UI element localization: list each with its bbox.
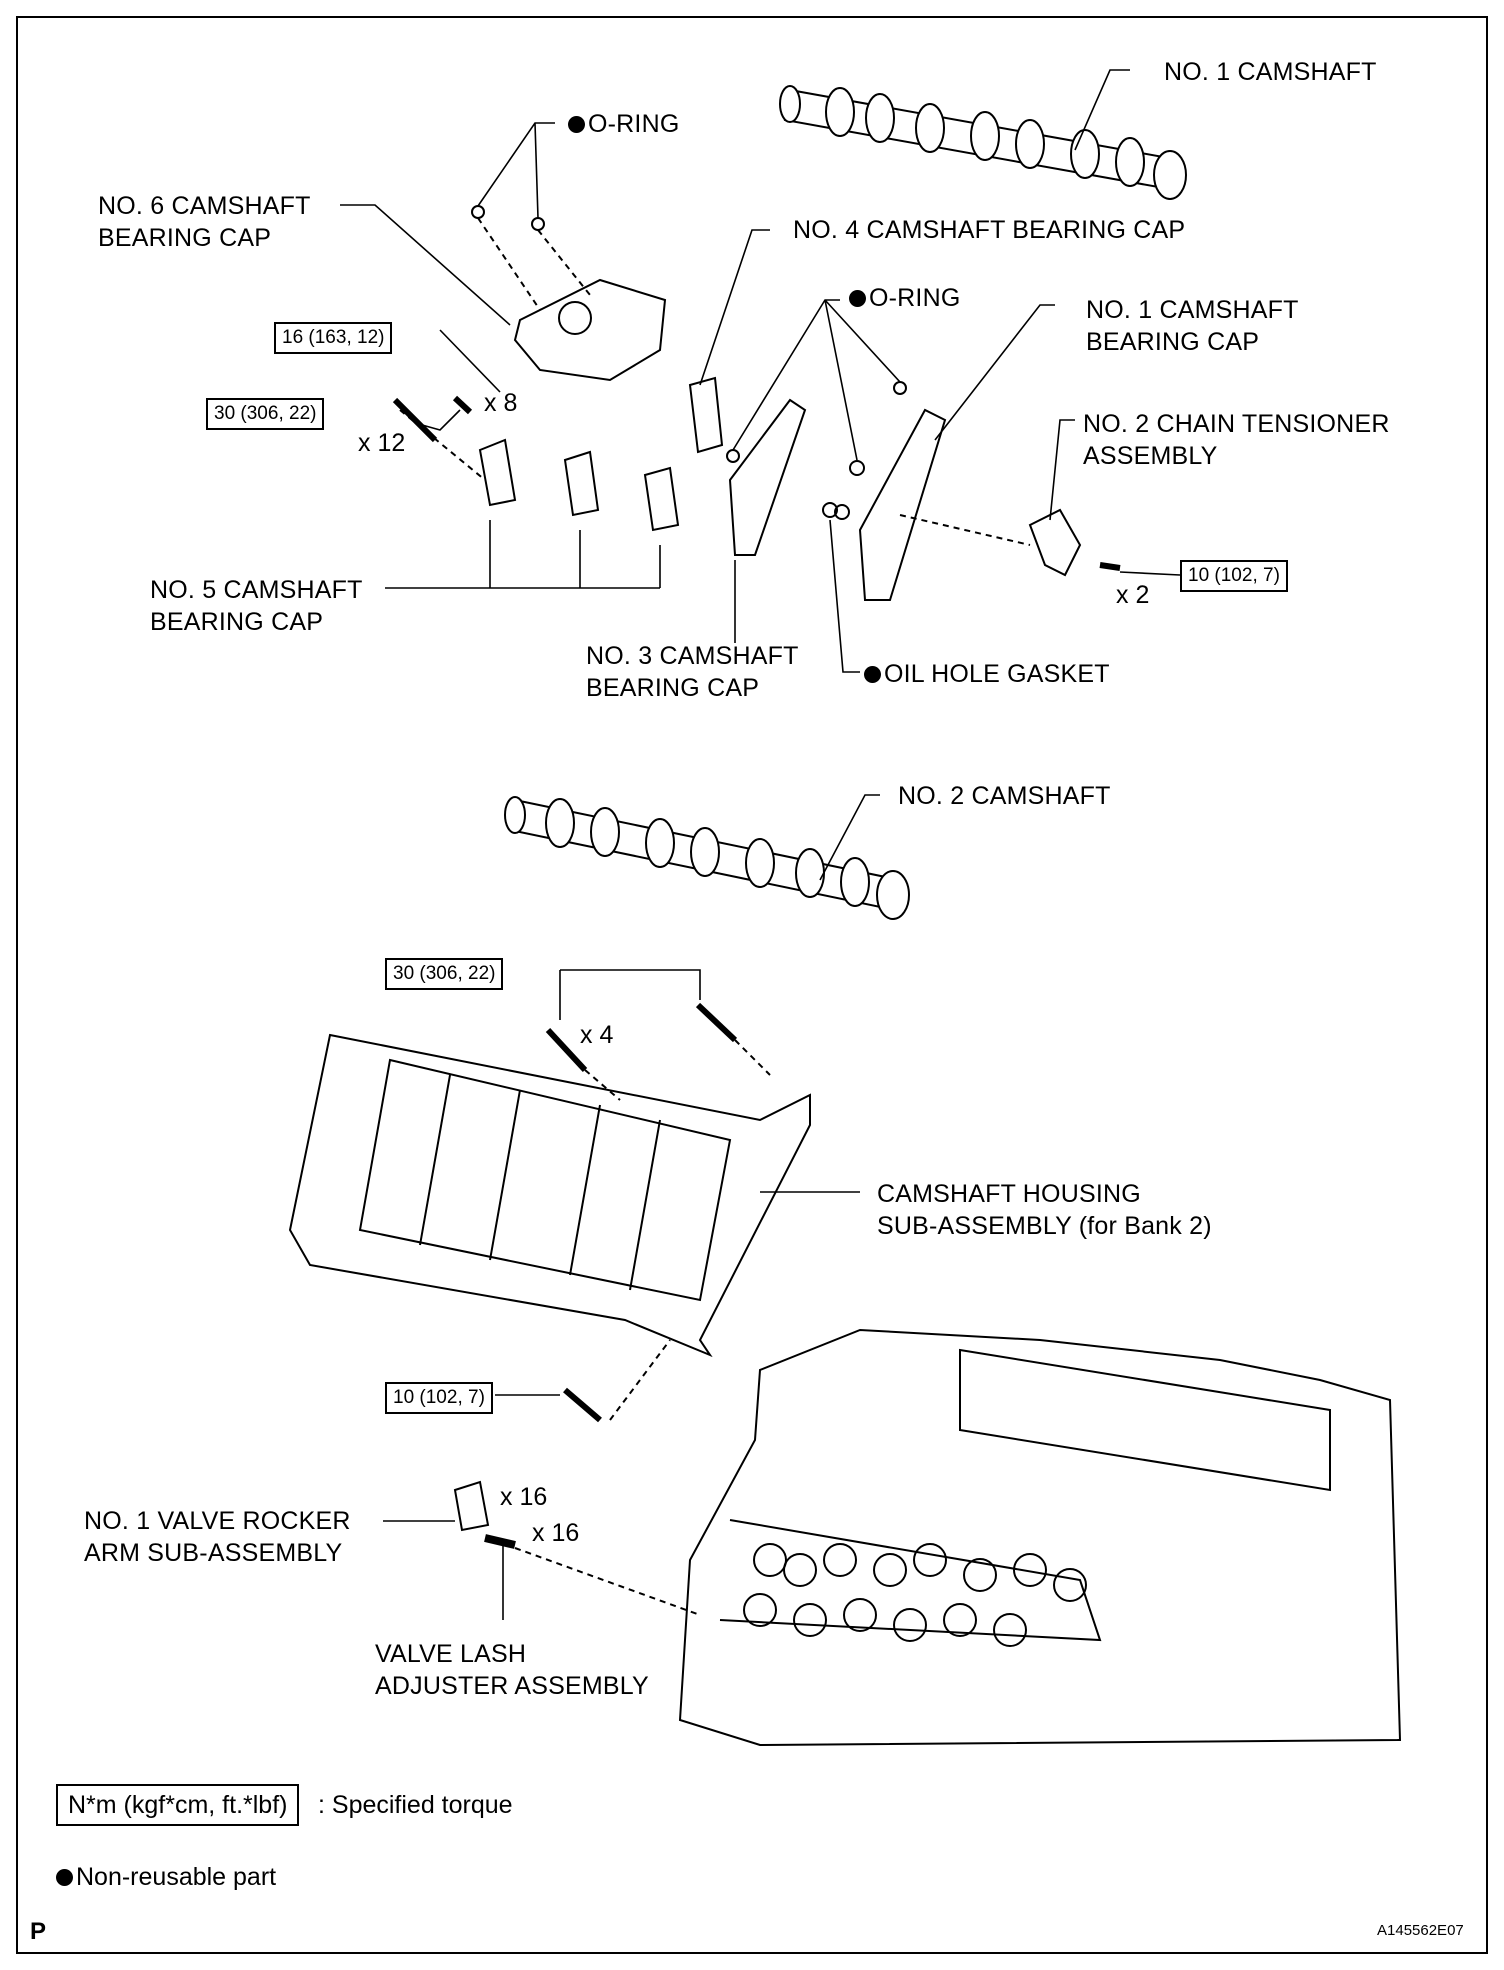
no2-tensioner-label-line1: NO. 2 CHAIN TENSIONER [1083, 410, 1390, 438]
non-reusable-dot-icon [849, 290, 866, 307]
no1-camshaft-label: NO. 1 CAMSHAFT [1164, 58, 1377, 86]
housing-label-line2: SUB-ASSEMBLY (for Bank 2) [877, 1212, 1212, 1240]
non-reusable-dot-icon [568, 116, 585, 133]
no6-cap-label-line1: NO. 6 CAMSHAFT [98, 192, 311, 220]
o-ring-text-mid: O-RING [869, 284, 961, 312]
no2-tensioner-label-line2: ASSEMBLY [1083, 442, 1218, 470]
legend-nonreusable-text: Non-reusable part [76, 1863, 277, 1891]
no6-cap-drawing [513, 278, 667, 382]
rocker-arm-label-line1: NO. 1 VALVE ROCKER [84, 1507, 351, 1535]
qty-x2: x 2 [1116, 581, 1150, 609]
diagram-frame [16, 16, 1488, 1954]
no1-camshaft-drawing [779, 85, 1187, 200]
o-ring-label-mid: O-RING [849, 282, 960, 314]
o-ring-label-top: O-RING [568, 108, 679, 140]
no5-cap-label-line1: NO. 5 CAMSHAFT [150, 576, 363, 604]
torque-box-16: 16 (163, 12) [274, 322, 393, 354]
no3-cap-label-line1: NO. 3 CAMSHAFT [586, 642, 799, 670]
qty-x12: x 12 [358, 429, 406, 457]
rocker-arm-label-line2: ARM SUB-ASSEMBLY [84, 1539, 343, 1567]
no1-cap-label-line1: NO. 1 CAMSHAFT [1086, 296, 1299, 324]
o-ring-text-top: O-RING [588, 110, 680, 138]
legend-torque-text: : Specified torque [318, 1791, 513, 1819]
qty-x16-rocker: x 16 [500, 1483, 548, 1511]
no2-camshaft-drawing [504, 796, 910, 920]
page-letter: P [30, 1918, 47, 1945]
torque-box-30-housing: 30 (306, 22) [385, 958, 504, 990]
qty-x4: x 4 [580, 1021, 614, 1049]
engine-block-drawing [678, 1328, 1402, 1747]
torque-box-30-upper: 30 (306, 22) [206, 398, 325, 430]
lash-adjuster-label-line1: VALVE LASH [375, 1640, 527, 1668]
legend-torque-box: N*m (kgf*cm, ft.*lbf) [56, 1784, 300, 1826]
housing-label-line1: CAMSHAFT HOUSING [877, 1180, 1141, 1208]
torque-box-10-housing: 10 (102, 7) [385, 1382, 493, 1414]
figure-code: A145562E07 [1377, 1922, 1464, 1939]
no4-cap-label: NO. 4 CAMSHAFT BEARING CAP [793, 216, 1186, 244]
no5-cap-label-line2: BEARING CAP [150, 608, 324, 636]
lash-adjuster-label-line2: ADJUSTER ASSEMBLY [375, 1672, 649, 1700]
no3-cap-label-line2: BEARING CAP [586, 674, 760, 702]
non-reusable-dot-icon [56, 1869, 73, 1886]
camshaft-housing-drawing [288, 1033, 811, 1358]
oil-hole-gasket-label: OIL HOLE GASKET [864, 658, 1110, 690]
no2-camshaft-label: NO. 2 CAMSHAFT [898, 782, 1111, 810]
torque-box-10-tensioner: 10 (102, 7) [1180, 560, 1288, 592]
legend-nonreusable: Non-reusable part [56, 1862, 276, 1892]
qty-x8: x 8 [484, 389, 518, 417]
no1-cap-label-line2: BEARING CAP [1086, 328, 1260, 356]
oil-hole-gasket-text: OIL HOLE GASKET [884, 660, 1110, 688]
no6-cap-label-line2: BEARING CAP [98, 224, 272, 252]
leader-lines [340, 69, 1181, 1620]
non-reusable-dot-icon [864, 666, 881, 683]
qty-x16-lash: x 16 [532, 1519, 580, 1547]
